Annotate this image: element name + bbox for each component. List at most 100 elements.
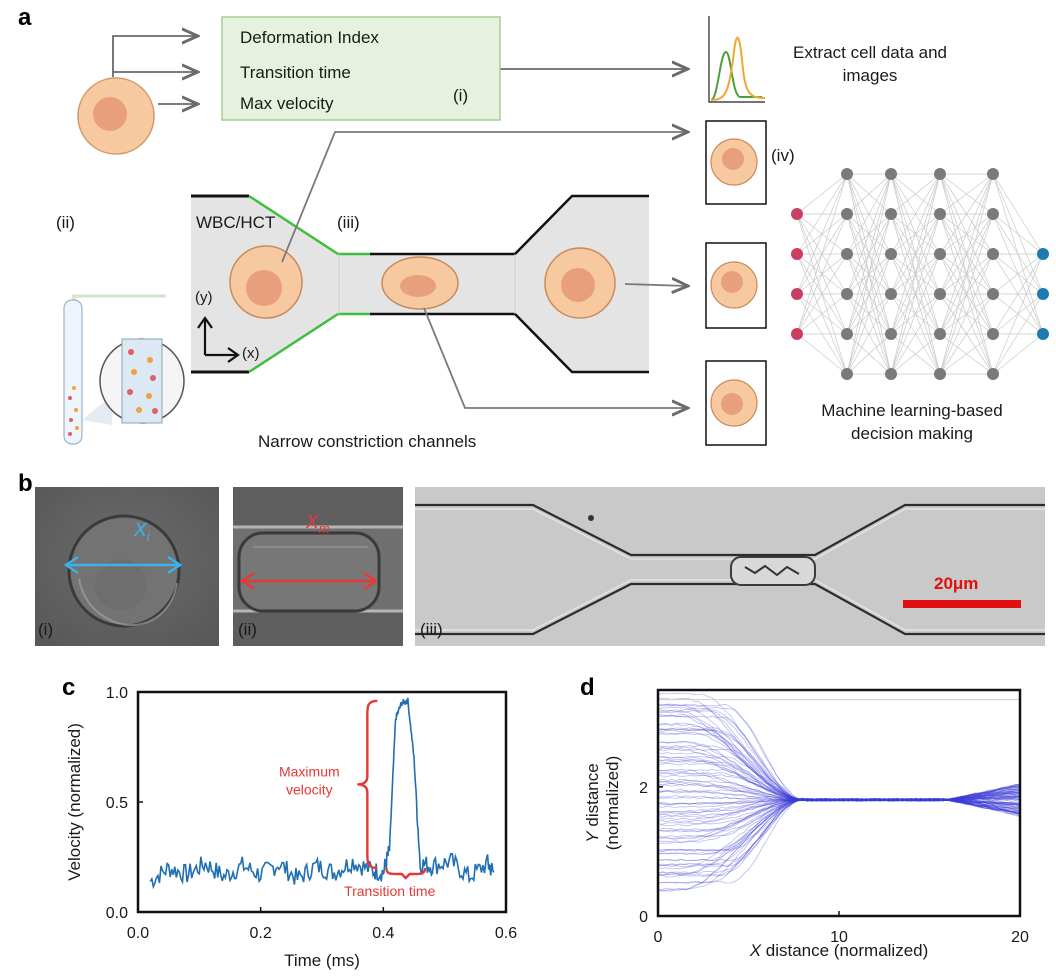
- xm-label: Xm: [306, 512, 330, 536]
- step-ii-label: (ii): [56, 213, 75, 232]
- transition-time-label: Transition time: [344, 883, 436, 899]
- trajectory-line: [657, 748, 1021, 808]
- trajectory-line: [657, 797, 1021, 808]
- trajectory-line: [657, 797, 1021, 825]
- nn-node: [791, 328, 803, 340]
- nn-node: [987, 208, 999, 220]
- trajectory-line: [657, 784, 1021, 852]
- panel-letter-d: d: [580, 674, 595, 701]
- xm-arrow: [239, 571, 379, 591]
- trajectory-line: [658, 727, 1021, 814]
- extract-label: Extract cell data and images: [792, 43, 948, 85]
- sub-ii-label: (ii): [238, 620, 257, 639]
- image-connectors: [281, 132, 688, 408]
- nn-node: [934, 288, 946, 300]
- trajectory-line: [657, 797, 1021, 810]
- trajectory-line: [657, 746, 1021, 802]
- xi-label: Xi: [134, 520, 150, 544]
- metrics-box: [221, 16, 501, 121]
- trajectory-line: [657, 747, 1021, 802]
- x-tick-label: 0.6: [495, 925, 517, 942]
- trajectory-line: [657, 758, 1021, 802]
- trajectory-line: [657, 714, 1021, 802]
- neural-network-icon: [791, 168, 1049, 380]
- sub-i-label: (i): [38, 620, 54, 639]
- trajectory-line: [657, 788, 1021, 812]
- trajectory-line: [657, 795, 1021, 823]
- chart-d-ylabel: Y distance: [583, 763, 602, 842]
- trajectory-line: [657, 744, 1021, 813]
- trajectory-line: [657, 794, 1021, 874]
- metric-max-velocity: Max velocity: [240, 94, 334, 113]
- trajectory-line: [657, 795, 1021, 827]
- scale-bar-label: 20μm: [934, 574, 979, 593]
- trajectory-line: [657, 795, 1021, 814]
- panel-letter-c: c: [62, 674, 76, 701]
- nn-node: [885, 328, 897, 340]
- trajectory-line: [657, 798, 1021, 852]
- step-iii-label: (iii): [337, 213, 360, 232]
- y-tick-label: 0.0: [106, 905, 128, 922]
- trajectory-line: [657, 723, 1021, 811]
- y-tick-label: 0.5: [106, 795, 128, 812]
- trajectory-lines: [657, 692, 1021, 892]
- max-velocity-label-2: velocity: [286, 781, 333, 797]
- panel-a-diagram: [63, 16, 1049, 446]
- trajectory-line: [657, 710, 1021, 814]
- nn-node: [987, 168, 999, 180]
- trajectory-line: [657, 797, 1021, 862]
- ml-decision-label: Machine learning-based decision making: [821, 401, 1003, 443]
- trajectory-line: [657, 798, 1021, 806]
- channel-wbc-label: WBC/HCT: [196, 213, 276, 232]
- metric-arrows: [112, 36, 688, 104]
- channel-cells: [229, 245, 616, 319]
- trajectory-line: [657, 783, 1021, 831]
- test-tube-icon: [63, 294, 185, 445]
- cell-image-frames: [705, 120, 767, 446]
- nn-node: [791, 288, 803, 300]
- nn-node: [1037, 328, 1049, 340]
- chart-c-xlabel: Time (ms): [284, 951, 360, 970]
- max-velocity-label-1: Maximum: [279, 763, 340, 779]
- trajectory-line: [657, 722, 1021, 802]
- trajectory-line: [657, 770, 1021, 809]
- trajectory-line: [657, 798, 1021, 875]
- metric-transition-time: Transition time: [240, 63, 351, 82]
- trajectory-line: [657, 784, 1021, 806]
- nn-node: [934, 168, 946, 180]
- trajectory-line: [657, 792, 1021, 813]
- panel-letter-b: b: [18, 470, 33, 497]
- trajectory-line: [657, 798, 1021, 867]
- nn-node: [885, 248, 897, 260]
- trajectory-line: [657, 794, 1021, 838]
- trajectory-line: [657, 715, 1021, 802]
- trajectory-line: [657, 798, 1021, 856]
- narrow-channels-label: Narrow constriction channels: [258, 432, 477, 451]
- trajectory-line: [657, 755, 1021, 802]
- trajectory-line: [657, 797, 1021, 870]
- trajectory-line: [657, 797, 1021, 845]
- trajectory-line: [657, 781, 1021, 802]
- nn-node: [885, 368, 897, 380]
- nn-node: [987, 368, 999, 380]
- trajectory-line: [657, 710, 1021, 807]
- trajectory-line: [657, 785, 1021, 832]
- trajectory-line: [657, 733, 1021, 802]
- x-tick-label: 10: [830, 929, 848, 946]
- trajectory-line: [657, 785, 1021, 868]
- trajectory-line: [657, 797, 1021, 814]
- nn-node: [987, 288, 999, 300]
- trajectory-line: [657, 798, 1021, 843]
- nn-node: [841, 208, 853, 220]
- nn-node: [987, 248, 999, 260]
- trajectory-line: [657, 751, 1021, 814]
- trajectory-line: [657, 759, 1021, 802]
- nn-node: [841, 368, 853, 380]
- xy-axes-icon: [197, 316, 240, 363]
- chart-d-xlabel: X distance (normalized): [749, 941, 929, 960]
- max-velocity-brace: [357, 699, 378, 870]
- trajectory-line: [657, 791, 1021, 852]
- trajectory-line: [657, 768, 1021, 802]
- chart-c-ylabel: Velocity (normalized): [65, 723, 84, 881]
